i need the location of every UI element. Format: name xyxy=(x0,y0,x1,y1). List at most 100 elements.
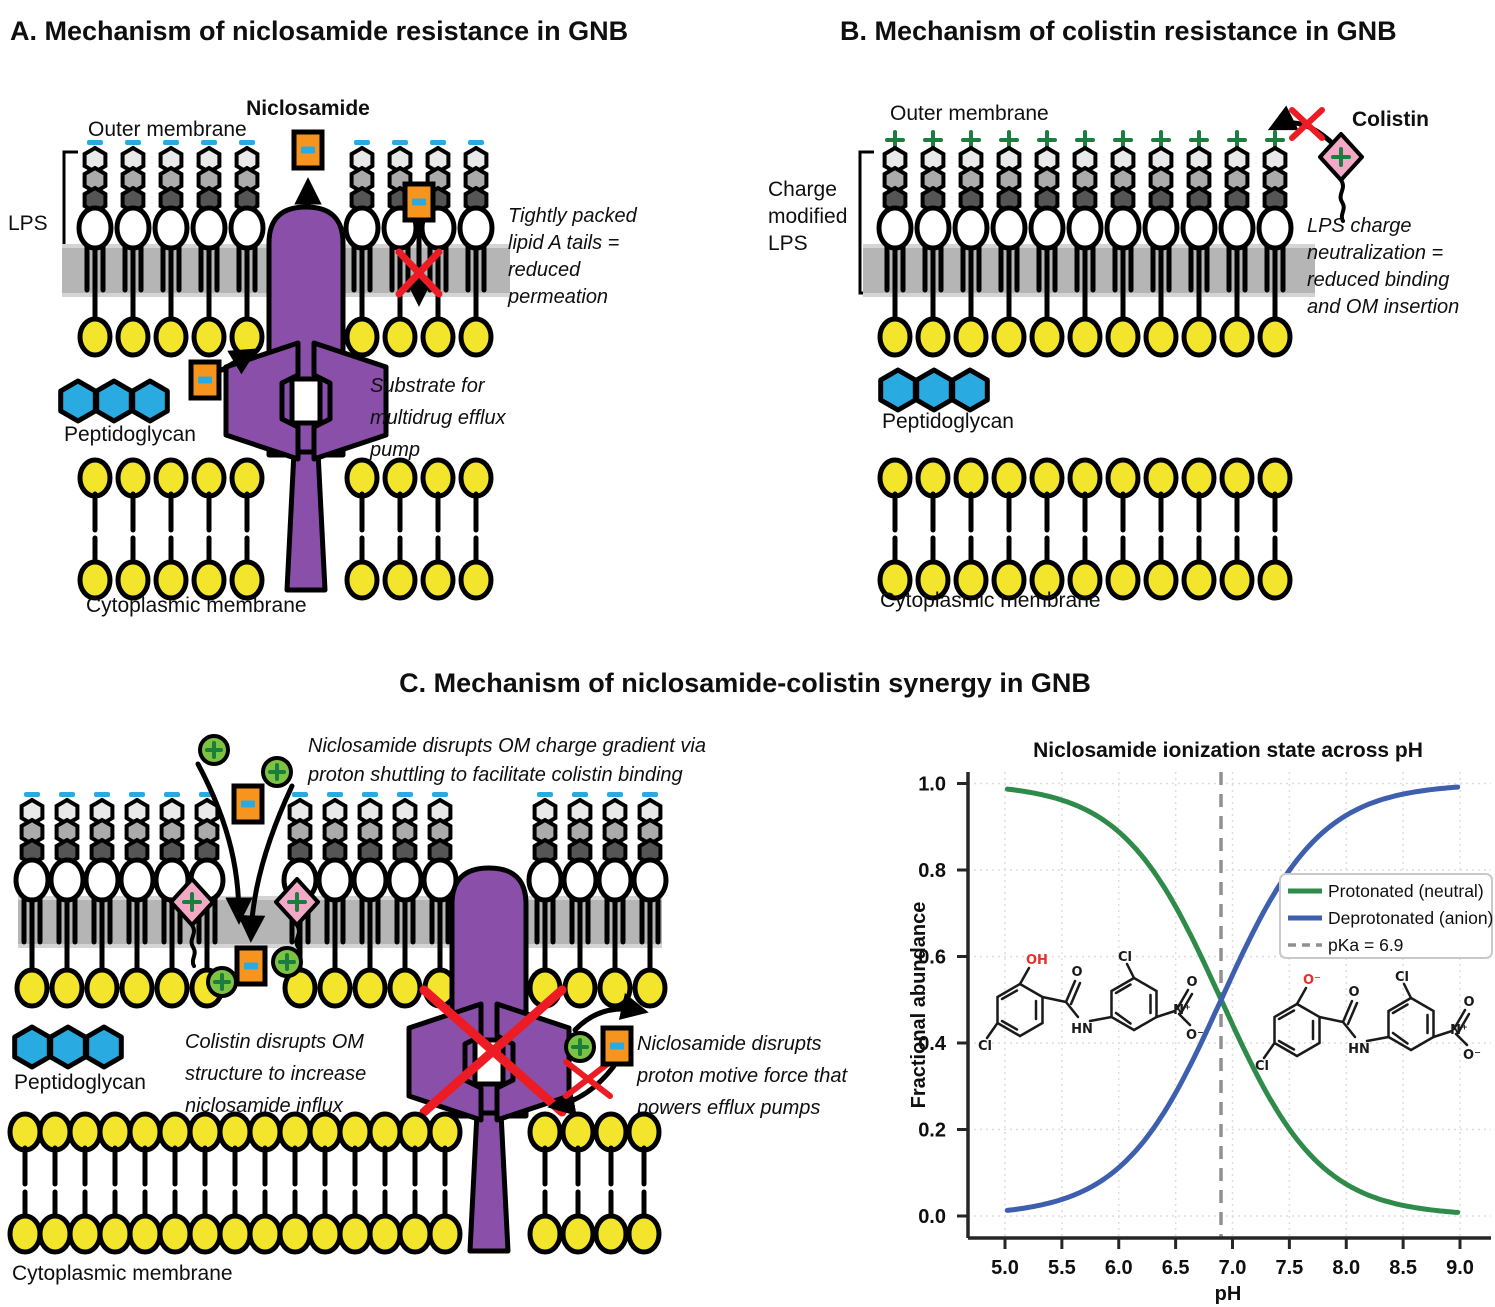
chart-legend: Protonated (neutral) Deprotonated (anion… xyxy=(1279,873,1493,959)
panel-a: A. Mechanism of niclosamide resistance i… xyxy=(8,16,638,617)
phospholipid-pair-icon xyxy=(530,1114,560,1252)
x-tick-label: 6.0 xyxy=(1105,1257,1133,1279)
annotation-line: lipid A tails = xyxy=(508,232,619,254)
amide-label: HN xyxy=(1071,1022,1093,1037)
carbonyl-o-label: O xyxy=(1071,965,1082,980)
x-tick-label: 5.5 xyxy=(1048,1257,1076,1279)
phospholipid-icon xyxy=(423,293,453,355)
annotation-line: Substrate for xyxy=(370,375,486,397)
phospholipid-pair-icon xyxy=(250,1114,280,1252)
phospholipid-pair-icon xyxy=(10,1114,40,1252)
annotation-pmf: Niclosamide disrupts proton motive force… xyxy=(636,1033,849,1119)
phospholipid-pair-icon xyxy=(80,460,110,598)
phospholipid-icon xyxy=(156,293,186,355)
phospholipid-pair-icon xyxy=(1260,460,1290,598)
phospholipid-icon xyxy=(232,293,262,355)
annotation-line: LPS charge xyxy=(1307,215,1412,237)
amide-label: HN xyxy=(1348,1042,1370,1057)
annotation-line: multidrug efflux xyxy=(370,407,507,429)
peptidoglycan-label-b: Peptidoglycan xyxy=(882,410,1014,433)
annotation-tightly-packed: Tightly packed lipid A tails = reduced p… xyxy=(507,205,638,308)
annotation-line: pump xyxy=(369,439,420,461)
annotation-line: niclosamide influx xyxy=(185,1095,344,1117)
annotation-shuttle: Niclosamide disrupts OM charge gradient … xyxy=(307,735,706,786)
peptidoglycan-hexagon-icon xyxy=(61,381,96,421)
phospholipid-pair-icon xyxy=(156,460,186,598)
panel-c-title: C. Mechanism of niclosamide-colistin syn… xyxy=(399,668,1091,698)
phospholipid-icon xyxy=(1222,293,1252,355)
peptidoglycan-hexagon-icon xyxy=(881,370,916,410)
phospholipid-pair-icon xyxy=(160,1114,190,1252)
annotation-line: proton motive force that xyxy=(636,1065,849,1087)
phospholipid-pair-icon xyxy=(280,1114,310,1252)
phospholipid-icon xyxy=(390,944,420,1006)
cl2-label: Cl xyxy=(1118,950,1132,965)
proton-shuttle-arrow-1 xyxy=(195,761,253,925)
chart-title: Niclosamide ionization state across pH xyxy=(1033,739,1423,762)
phospholipid-icon xyxy=(880,293,910,355)
y-tick-label: 0.2 xyxy=(918,1120,946,1142)
phospholipid-pair-icon xyxy=(194,460,224,598)
phospholipid-icon xyxy=(1146,293,1176,355)
annotation-line: reduced binding xyxy=(1307,269,1449,291)
annotation-line: Niclosamide disrupts xyxy=(637,1033,822,1055)
lps-layer-b xyxy=(879,132,1291,292)
phospholipid-icon xyxy=(1184,293,1214,355)
phospholipid-icon xyxy=(1260,293,1290,355)
y-tick-label: 0.4 xyxy=(918,1033,947,1055)
phospholipid-pair-icon xyxy=(310,1114,340,1252)
y-axis-label: Fractional abundance xyxy=(908,902,930,1109)
peptidoglycan-label-c: Peptidoglycan xyxy=(14,1071,146,1094)
x-tick-label: 9.0 xyxy=(1446,1257,1474,1279)
label-line: modified xyxy=(768,205,847,228)
x-tick-label: 5.0 xyxy=(991,1257,1019,1279)
peptidoglycan-hexagon-icon xyxy=(15,1027,50,1067)
phospholipid-icon xyxy=(80,293,110,355)
label-line: LPS xyxy=(768,232,808,255)
annotation-line: proton shuttling to facilitate colistin … xyxy=(307,764,683,786)
proton-icon xyxy=(206,966,238,998)
cl1-label: Cl xyxy=(978,1039,992,1054)
carbonyl-o-label: O xyxy=(1348,985,1359,1000)
nitro-o-label: O xyxy=(1463,995,1474,1010)
phospholipid-pair-icon xyxy=(190,1114,220,1252)
protonated-curve xyxy=(1004,786,1461,1215)
phospholipid-pair-icon xyxy=(232,460,262,598)
chart-axes xyxy=(966,772,1491,1240)
phospholipid-icon xyxy=(122,944,152,1006)
x-tick-label: 6.5 xyxy=(1162,1257,1190,1279)
peptidoglycan-hexagon-icon xyxy=(51,1027,86,1067)
molecule-deprotonated: O⁻ O Cl HN Cl N⁺ O O⁻ xyxy=(1255,970,1481,1074)
red-cross-icon-pump xyxy=(419,985,567,1117)
proton-icon xyxy=(261,756,293,788)
x-tick-label: 7.5 xyxy=(1275,1257,1303,1279)
phospholipid-icon xyxy=(1070,293,1100,355)
phospholipid-icon xyxy=(461,293,491,355)
outer-membrane-label-b: Outer membrane xyxy=(890,102,1049,125)
niclosamide-icon-pmf xyxy=(603,1028,631,1064)
nitro-n-label: N⁺ xyxy=(1450,1023,1468,1038)
proton-icon xyxy=(564,1031,596,1063)
y-tick-label: 0.6 xyxy=(918,947,946,969)
phospholipid-pair-icon xyxy=(1032,460,1062,598)
colistin-repelled-arrow xyxy=(1267,105,1334,145)
phospholipid-pair-icon xyxy=(220,1114,250,1252)
peptidoglycan-hexagon-icon xyxy=(917,370,952,410)
phospholipid-icon xyxy=(600,944,630,1006)
phospholipid-icon xyxy=(918,293,948,355)
annotation-line: neutralization = xyxy=(1307,242,1443,264)
phospholipid-pair-icon xyxy=(1184,460,1214,598)
peptidoglycan-a xyxy=(61,381,168,421)
niclosamide-icon-blocked xyxy=(405,184,433,220)
y-tick-label: 1.0 xyxy=(918,774,946,796)
cytoplasmic-membrane-b xyxy=(880,460,1290,598)
phospholipid-pair-icon xyxy=(994,460,1024,598)
x-axis-label: pH xyxy=(1215,1283,1242,1305)
molecule-protonated: OH O Cl HN Cl N⁺ O O⁻ xyxy=(978,950,1204,1054)
label-line: Charge xyxy=(768,178,837,201)
phospholipid-icon xyxy=(565,944,595,1006)
legend-box xyxy=(1279,873,1493,959)
peptidoglycan-label-a: Peptidoglycan xyxy=(64,423,196,446)
phospholipid-pair-icon xyxy=(1222,460,1252,598)
phospholipid-icon xyxy=(1032,293,1062,355)
